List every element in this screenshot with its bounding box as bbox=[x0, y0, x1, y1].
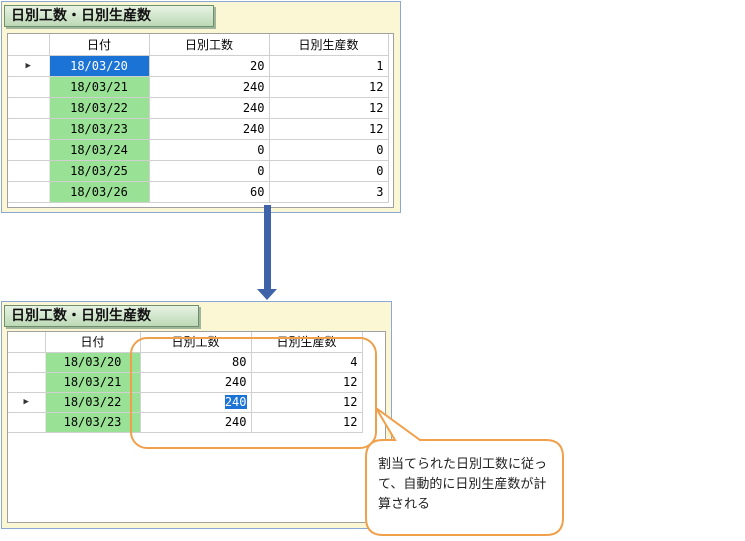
column-header-date[interactable]: 日付 bbox=[49, 34, 150, 56]
table-row[interactable]: 18/03/21 240 12 bbox=[8, 76, 389, 98]
current-row-indicator-icon[interactable]: ▶ bbox=[8, 55, 50, 77]
table-row[interactable]: 18/03/23 240 12 bbox=[8, 412, 363, 433]
date-cell[interactable]: 18/03/21 bbox=[45, 372, 141, 393]
table-row[interactable]: 18/03/24 0 0 bbox=[8, 139, 389, 161]
date-cell[interactable]: 18/03/23 bbox=[45, 412, 141, 433]
table-row[interactable]: ▶ 18/03/22 240 12 bbox=[8, 392, 363, 413]
row-selector[interactable] bbox=[8, 139, 50, 161]
column-header-qty[interactable]: 日別生産数 bbox=[269, 34, 389, 56]
callout-bubble bbox=[365, 407, 564, 536]
down-arrow-icon bbox=[257, 289, 277, 300]
hours-cell[interactable]: 60 bbox=[149, 181, 270, 203]
table-row[interactable]: 18/03/20 80 4 bbox=[8, 352, 363, 373]
hours-cell[interactable]: 240 bbox=[149, 97, 270, 119]
qty-cell[interactable]: 3 bbox=[269, 181, 389, 203]
bottom-panel-title: 日別工数・日別生産数 bbox=[4, 305, 199, 327]
qty-cell[interactable]: 12 bbox=[269, 97, 389, 119]
bottom-data-grid[interactable]: 日付 日別工数 日別生産数 18/03/20 80 4 18/03/21 240… bbox=[7, 331, 386, 523]
hours-cell[interactable]: 240 bbox=[149, 118, 270, 140]
table-row[interactable]: ▶ 18/03/20 20 1 bbox=[8, 55, 389, 77]
row-selector[interactable] bbox=[8, 118, 50, 140]
selected-cell-value[interactable]: 240 bbox=[224, 395, 247, 409]
date-cell[interactable]: 18/03/20 bbox=[49, 55, 150, 77]
date-cell[interactable]: 18/03/22 bbox=[49, 97, 150, 119]
top-panel-title: 日別工数・日別生産数 bbox=[4, 5, 214, 27]
date-cell[interactable]: 18/03/20 bbox=[45, 352, 141, 373]
row-selector[interactable] bbox=[8, 352, 46, 373]
row-selector[interactable] bbox=[8, 372, 46, 393]
qty-cell[interactable]: 12 bbox=[251, 372, 363, 393]
qty-cell[interactable]: 4 bbox=[251, 352, 363, 373]
row-header-corner bbox=[8, 34, 50, 56]
table-row[interactable]: 18/03/26 60 3 bbox=[8, 181, 389, 203]
qty-cell[interactable]: 1 bbox=[269, 55, 389, 77]
row-selector[interactable] bbox=[8, 76, 50, 98]
table-row[interactable]: 18/03/25 0 0 bbox=[8, 160, 389, 182]
row-selector[interactable] bbox=[8, 412, 46, 433]
row-selector[interactable] bbox=[8, 160, 50, 182]
qty-cell[interactable]: 12 bbox=[251, 392, 363, 413]
date-cell[interactable]: 18/03/26 bbox=[49, 181, 150, 203]
column-header-hours[interactable]: 日別工数 bbox=[149, 34, 270, 56]
table-row[interactable]: 18/03/21 240 12 bbox=[8, 372, 363, 393]
hours-cell[interactable]: 20 bbox=[149, 55, 270, 77]
hours-cell[interactable]: 240 bbox=[149, 76, 270, 98]
date-cell[interactable]: 18/03/24 bbox=[49, 139, 150, 161]
row-header-corner bbox=[8, 332, 46, 353]
date-cell[interactable]: 18/03/21 bbox=[49, 76, 150, 98]
row-selector[interactable] bbox=[8, 181, 50, 203]
hours-cell[interactable]: 240 bbox=[140, 412, 252, 433]
down-arrow-shaft bbox=[264, 205, 271, 291]
qty-cell[interactable]: 12 bbox=[269, 76, 389, 98]
qty-cell[interactable]: 0 bbox=[269, 139, 389, 161]
hours-cell[interactable]: 240 bbox=[140, 372, 252, 393]
hours-cell[interactable]: 0 bbox=[149, 160, 270, 182]
qty-cell[interactable]: 12 bbox=[251, 412, 363, 433]
qty-cell[interactable]: 12 bbox=[269, 118, 389, 140]
date-cell[interactable]: 18/03/25 bbox=[49, 160, 150, 182]
table-row[interactable]: 18/03/22 240 12 bbox=[8, 97, 389, 119]
top-panel: 日別工数・日別生産数 日付 日別工数 日別生産数 ▶ 18/03/20 20 1 bbox=[1, 1, 401, 213]
hours-cell[interactable]: 240 bbox=[140, 392, 252, 413]
top-table: 日付 日別工数 日別生産数 ▶ 18/03/20 20 1 18/03/21 2… bbox=[8, 34, 389, 203]
hours-cell[interactable]: 0 bbox=[149, 139, 270, 161]
qty-cell[interactable]: 0 bbox=[269, 160, 389, 182]
top-header-row: 日付 日別工数 日別生産数 bbox=[8, 34, 389, 56]
row-selector[interactable] bbox=[8, 97, 50, 119]
date-cell[interactable]: 18/03/23 bbox=[49, 118, 150, 140]
callout-text: 割当てられた日別工数に従って、自動的に日別生産数が計算される bbox=[378, 457, 548, 512]
hours-cell[interactable]: 80 bbox=[140, 352, 252, 373]
top-data-grid[interactable]: 日付 日別工数 日別生産数 ▶ 18/03/20 20 1 18/03/21 2… bbox=[7, 33, 394, 208]
highlight-rounded-rect bbox=[130, 337, 377, 449]
table-row[interactable]: 18/03/23 240 12 bbox=[8, 118, 389, 140]
column-header-date[interactable]: 日付 bbox=[45, 332, 141, 353]
date-cell[interactable]: 18/03/22 bbox=[45, 392, 141, 413]
current-row-indicator-icon[interactable]: ▶ bbox=[8, 392, 46, 413]
